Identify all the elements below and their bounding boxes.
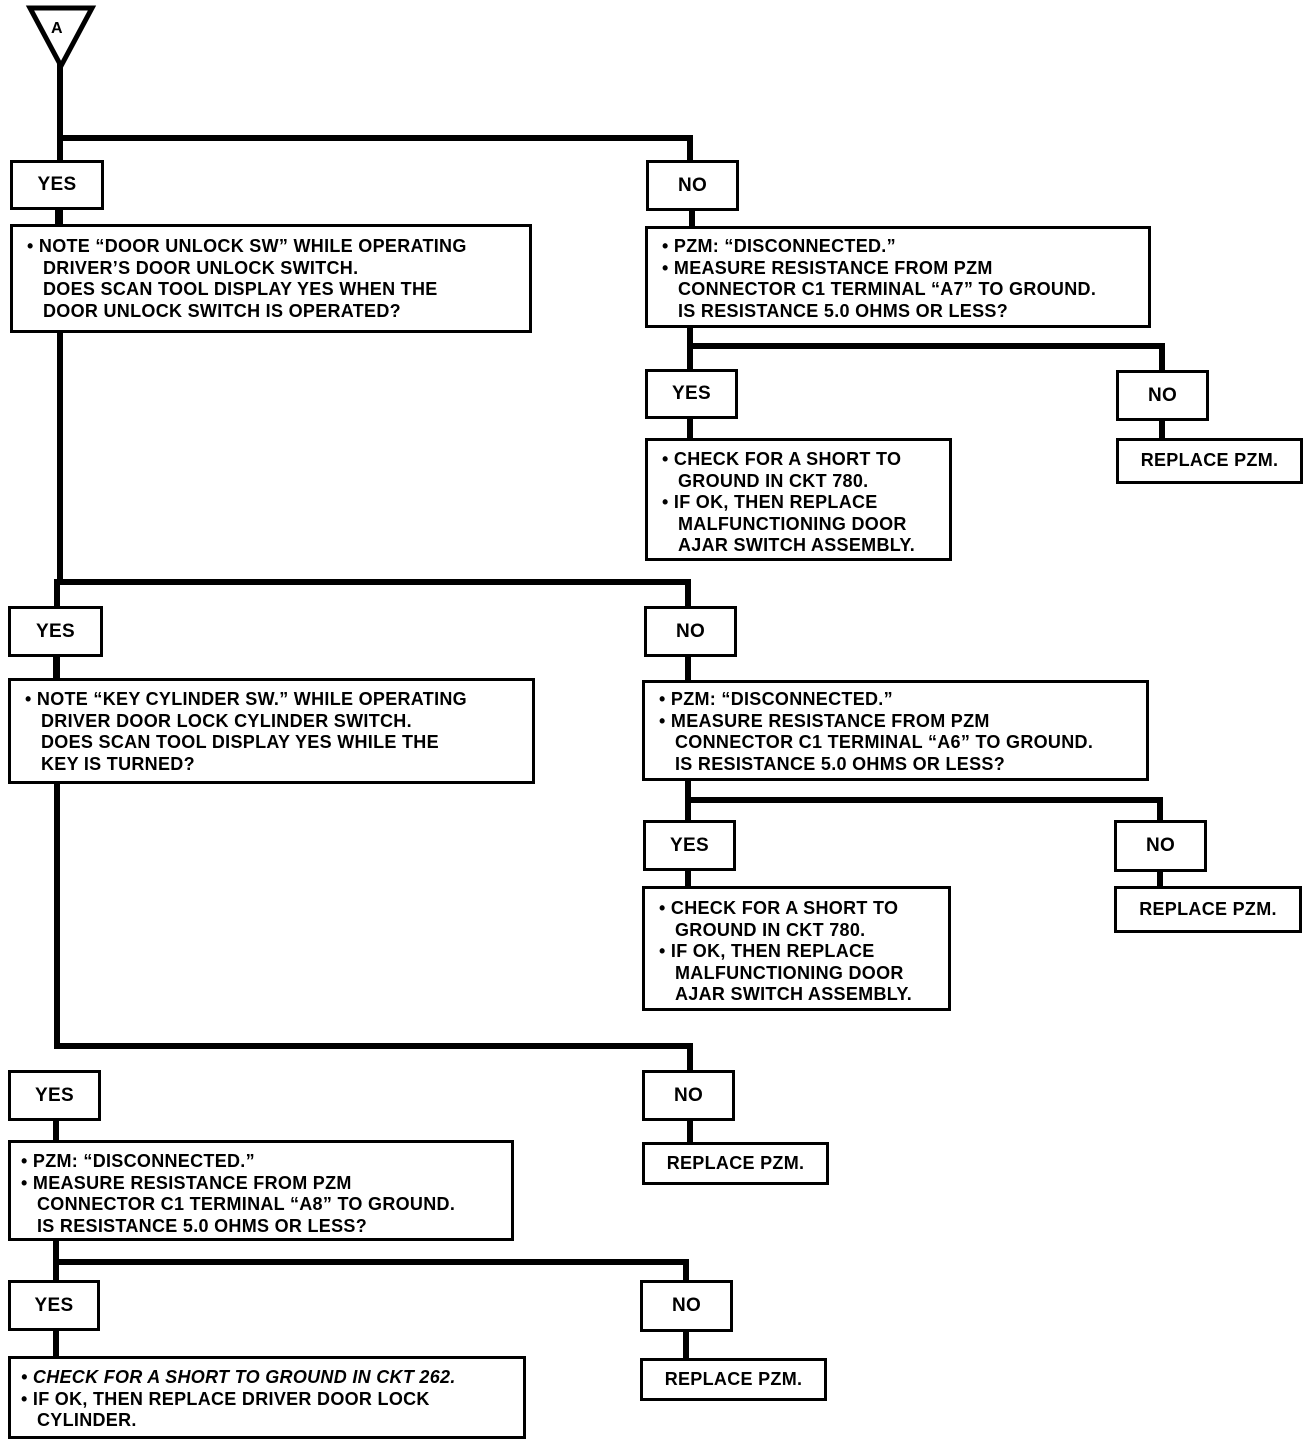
action-box-1-yes: CHECK FOR A SHORT TO GROUND IN CKT 780. … [645,438,952,561]
action-2-line-3: IF OK, THEN REPLACE [659,941,938,963]
question-2-line-1: NOTE “KEY CYLINDER SW.” WHILE OPERATING [25,689,522,711]
action-2-line-4: MALFUNCTIONING DOOR [675,962,904,983]
replace-pzm-box-1: REPLACE PZM. [1116,438,1303,484]
test-box-2: PZM: “DISCONNECTED.” MEASURE RESISTANCE … [642,680,1149,781]
action-4-line-2: IF OK, THEN REPLACE DRIVER DOOR LOCK [21,1389,513,1411]
branch-1-split [57,135,693,163]
test-1-line-2: MEASURE RESISTANCE FROM PZM [662,258,1138,280]
no-label-1b: NO [1116,370,1209,421]
branch-4-split [53,1237,689,1285]
no-label-2b: NO [1114,820,1207,872]
test-1-line-1: PZM: “DISCONNECTED.” [662,236,1138,258]
action-1-line-3: IF OK, THEN REPLACE [662,492,939,514]
question-3-line-2: MEASURE RESISTANCE FROM PZM [21,1173,501,1195]
action-4-line-3: CYLINDER. [37,1410,137,1430]
test-2-line-3: CONNECTOR C1 TERMINAL “A6” TO GROUND. [675,732,1094,752]
question-2-line-4: KEY IS TURNED? [41,753,195,774]
action-2-line-1: CHECK FOR A SHORT TO [659,898,938,920]
question-box-2: NOTE “KEY CYLINDER SW.” WHILE OPERATING … [8,678,535,784]
action-1-line-1: CHECK FOR A SHORT TO [662,449,939,471]
action-1-line-4: MALFUNCTIONING DOOR [678,513,907,534]
start-connector-triangle [25,5,97,72]
branch-2-split [54,579,691,611]
replace-pzm-box-4: REPLACE PZM. [640,1358,827,1401]
question-box-1: NOTE “DOOR UNLOCK SW” WHILE OPERATING DR… [10,224,532,333]
test-box-1: PZM: “DISCONNECTED.” MEASURE RESISTANCE … [645,226,1151,328]
no-label-1: NO [646,160,739,211]
action-box-4-yes: CHECK FOR A SHORT TO GROUND IN CKT 262. … [8,1356,526,1439]
question-1-line-3: DOES SCAN TOOL DISPLAY YES WHEN THE [43,279,438,299]
question-3-line-3: CONNECTOR C1 TERMINAL “A8” TO GROUND. [37,1194,456,1214]
question-3-line-4: IS RESISTANCE 5.0 OHMS OR LESS? [37,1215,368,1236]
test-1-line-4: IS RESISTANCE 5.0 OHMS OR LESS? [678,300,1009,321]
start-connector-label: A [51,20,63,37]
yes-label-2b: YES [643,820,736,871]
yes-label-4: YES [8,1280,100,1331]
branch-3-split [54,1043,693,1075]
no-label-3: NO [642,1070,735,1121]
question-1-line-2: DRIVER’S DOOR UNLOCK SWITCH. [43,257,359,278]
question-1-line-1: NOTE “DOOR UNLOCK SW” WHILE OPERATING [27,236,519,258]
branch-2b-split [685,775,1163,825]
question-2-line-2: DRIVER DOOR LOCK CYLINDER SWITCH. [41,710,412,731]
test-2-line-1: PZM: “DISCONNECTED.” [659,689,1136,711]
replace-pzm-box-2: REPLACE PZM. [1114,886,1302,933]
yes-label-3: YES [8,1070,101,1121]
action-2-line-5: AJAR SWITCH ASSEMBLY. [675,984,912,1004]
no-label-4: NO [640,1280,733,1332]
yes-label-2: YES [8,606,103,657]
replace-pzm-box-3: REPLACE PZM. [642,1142,829,1185]
yes-label-1b: YES [645,369,738,419]
test-2-line-2: MEASURE RESISTANCE FROM PZM [659,711,1136,733]
question-2-line-3: DOES SCAN TOOL DISPLAY YES WHILE THE [41,732,439,752]
action-1-line-2: GROUND IN CKT 780. [678,470,869,491]
branch-1b-split [687,323,1165,375]
test-1-line-3: CONNECTOR C1 TERMINAL “A7” TO GROUND. [678,279,1097,299]
question-3-line-1: PZM: “DISCONNECTED.” [21,1151,501,1173]
question-box-3: PZM: “DISCONNECTED.” MEASURE RESISTANCE … [8,1140,514,1241]
action-4-line-1: CHECK FOR A SHORT TO GROUND IN CKT 262. [21,1367,513,1389]
no-label-2: NO [644,606,737,657]
question-1-line-4: DOOR UNLOCK SWITCH IS OPERATED? [43,300,401,321]
action-2-line-2: GROUND IN CKT 780. [675,919,866,940]
action-1-line-5: AJAR SWITCH ASSEMBLY. [678,535,915,555]
test-2-line-4: IS RESISTANCE 5.0 OHMS OR LESS? [675,753,1006,774]
yes-label-1: YES [10,160,104,210]
action-box-2-yes: CHECK FOR A SHORT TO GROUND IN CKT 780. … [642,886,951,1011]
